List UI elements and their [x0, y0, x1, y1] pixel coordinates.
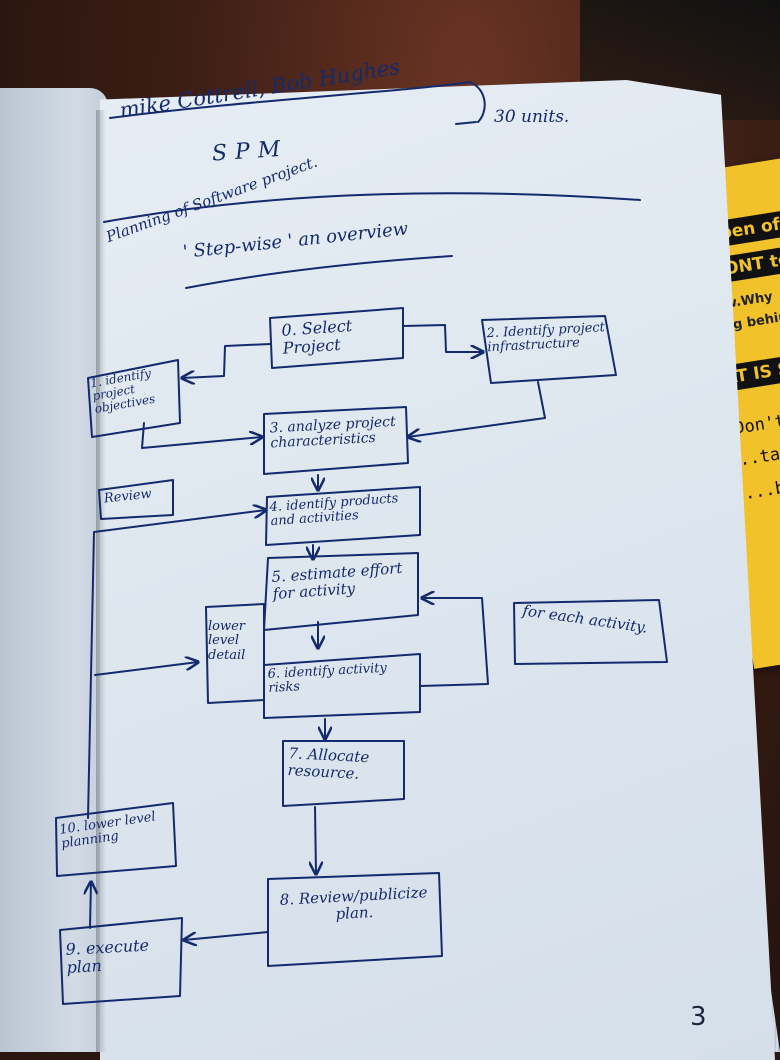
box-lower-planning: [55, 802, 177, 877]
notebook-spine: [96, 110, 106, 1052]
subtitle-underline: [185, 255, 453, 289]
box-review-plan: [267, 872, 443, 967]
header-rule: [103, 192, 641, 223]
box-review-note: [98, 479, 174, 520]
box-execute: [59, 917, 183, 1005]
box-characteristics: [263, 406, 409, 475]
box-effort: [263, 552, 419, 631]
box-select-project: [269, 307, 404, 369]
step-9-label: 9. execute plan: [65, 935, 150, 977]
lower-detail-note: lower level detail: [208, 619, 246, 663]
header-bracket: [109, 81, 486, 123]
box-for-each: [513, 599, 668, 665]
units-text: 30 units.: [494, 107, 570, 127]
step-7-label: 7. Allocate resource.: [287, 744, 370, 783]
right-notebook-page: [100, 80, 775, 1060]
box-products: [265, 486, 421, 546]
box-objectives: [87, 359, 181, 438]
box-infrastructure: [481, 315, 617, 384]
page-number: 3: [690, 1002, 707, 1032]
box-lower-detail: [205, 603, 265, 704]
box-allocate: [282, 740, 405, 807]
